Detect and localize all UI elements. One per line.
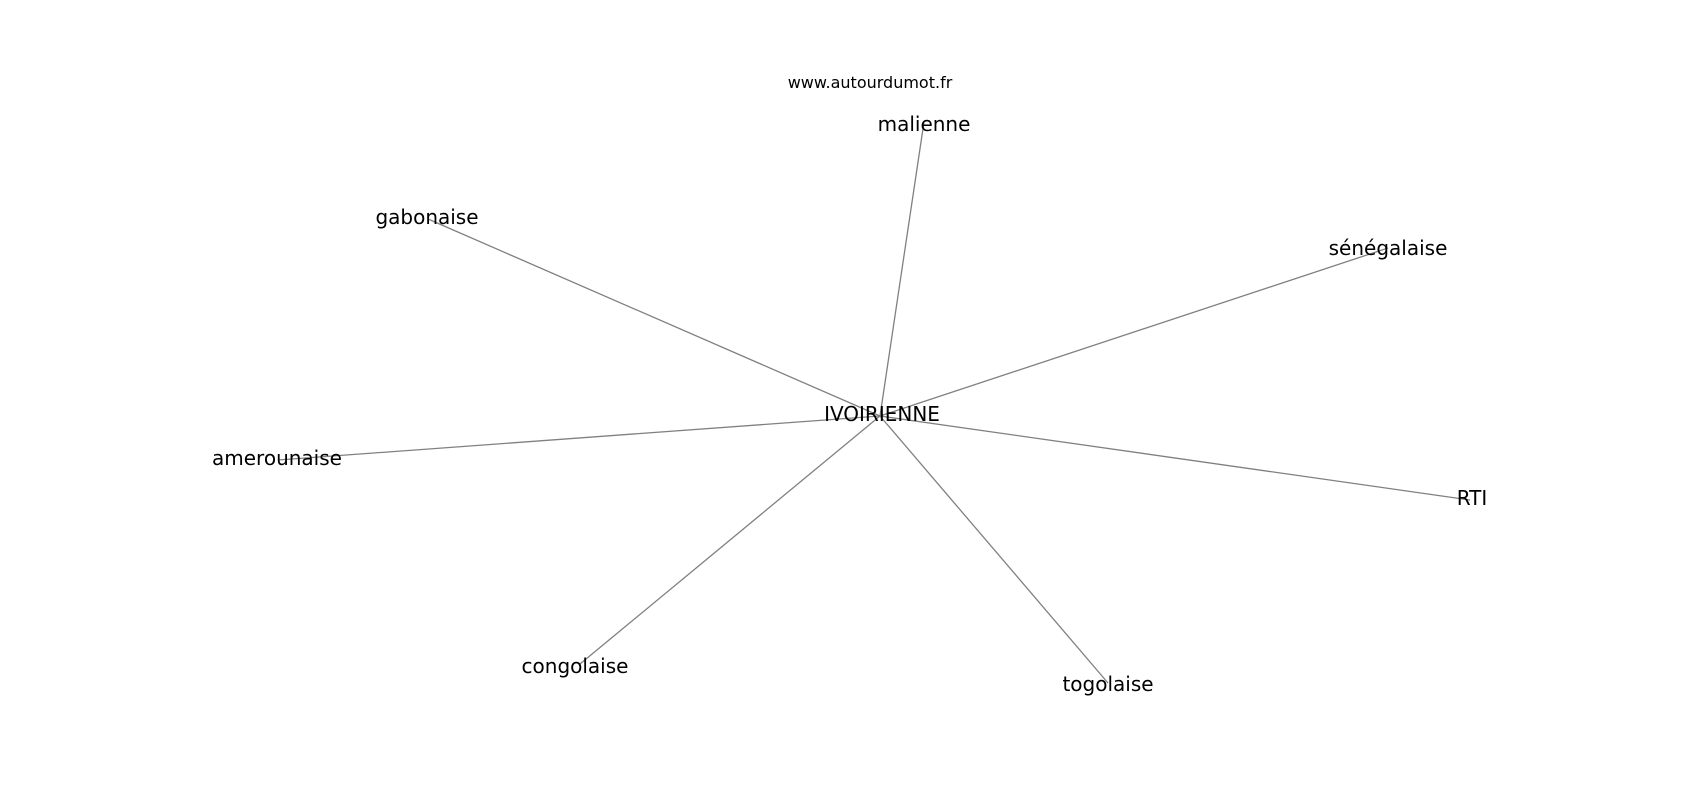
node-senegalaise[interactable]: sénégalaise (1329, 236, 1448, 260)
watermark-text: www.autourdumot.fr (788, 73, 953, 92)
node-center[interactable]: IVOIRIENNE (824, 402, 940, 426)
edge-gabonaise (427, 218, 881, 417)
edge-togolaise (879, 415, 1109, 684)
node-amerounaise[interactable]: amerounaise (212, 446, 342, 470)
node-gabonaise[interactable]: gabonaise (375, 205, 478, 229)
edges (277, 121, 1471, 684)
edge-congolaise (579, 415, 881, 665)
edge-rti (879, 415, 1471, 501)
edge-amerounaise (277, 415, 881, 461)
edge-malienne (879, 121, 925, 417)
node-togolaise[interactable]: togolaise (1062, 672, 1153, 696)
nodes: IVOIRIENNE malienne gabonaise sénégalais… (212, 112, 1487, 696)
node-congolaise[interactable]: congolaise (522, 654, 629, 678)
edge-senegalaise (879, 247, 1389, 417)
node-malienne[interactable]: malienne (878, 112, 971, 136)
node-rti[interactable]: RTI (1457, 486, 1488, 510)
